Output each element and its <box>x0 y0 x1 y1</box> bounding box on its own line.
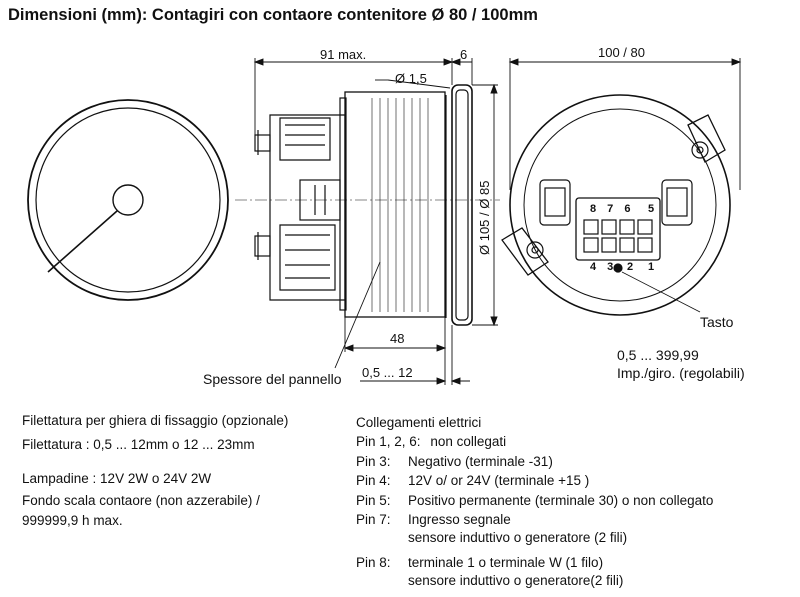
panel-thickness-label: Spessore del pannello <box>203 371 342 387</box>
pin-row: Pin 5:Positivo permanente (terminale 30)… <box>356 493 714 508</box>
dim-rim: 6 <box>460 47 468 62</box>
thread-spec: Filettatura : 0,5 ... 12mm o 12 ... 23mm <box>22 437 255 452</box>
connections-title: Collegamenti elettrici <box>356 415 482 430</box>
dim-diameters: Ø 105 / Ø 85 <box>477 180 492 255</box>
dim-length: 91 max. <box>320 47 367 62</box>
lamps-spec: Lampadine : 12V 2W o 24V 2W <box>22 471 212 486</box>
pin5-label: 5 <box>648 203 655 215</box>
pin-row: Pin 4:12V o/ or 24V (terminale +15 ) <box>356 473 590 488</box>
pins-top-label: 8 7 6 <box>590 203 635 215</box>
dim-panel: 0,5 ... 12 <box>362 365 413 380</box>
front-view <box>27 99 229 301</box>
pin-row: Pin 8:terminale 1 o terminale W (1 filo) <box>356 555 604 570</box>
tasto-label: Tasto <box>700 314 734 330</box>
pin-row: Pin 3:Negativo (terminale -31) <box>356 454 553 469</box>
dim-hole: Ø 1,5 <box>395 71 427 86</box>
needle <box>47 210 118 273</box>
dim-depth: 48 <box>390 331 405 346</box>
thread-title: Filettatura per ghiera di fissaggio (opz… <box>22 413 289 428</box>
hourmeter-spec: Fondo scala contaore (non azzerabile) / <box>22 493 260 508</box>
tasto-button <box>613 263 623 273</box>
range-value: 0,5 ... 399,99 <box>617 347 699 363</box>
pin-row: Pin 1, 2, 6: non collegati <box>356 434 507 449</box>
range-unit: Imp./giro. (regolabili) <box>617 365 745 381</box>
pins-bottom-label: 4 3 <box>590 261 618 273</box>
pin1-label: 1 <box>648 261 655 273</box>
dim-rear-diameter: 100 / 80 <box>598 45 645 60</box>
pin8-extra: sensore induttivo o generatore(2 fili) <box>408 573 624 588</box>
pin2-label: 2 <box>627 261 634 273</box>
rear-view <box>501 94 731 316</box>
hourmeter-max: 999999,9 h max. <box>22 513 123 528</box>
pin-row: Pin 7:Ingresso segnale <box>356 512 511 527</box>
pin7-extra: sensore induttivo o generatore (2 fili) <box>408 530 628 545</box>
dimension-lines <box>253 58 742 385</box>
side-view <box>235 84 500 326</box>
page-title: Dimensioni (mm): Contagiri con contaore … <box>8 6 538 24</box>
